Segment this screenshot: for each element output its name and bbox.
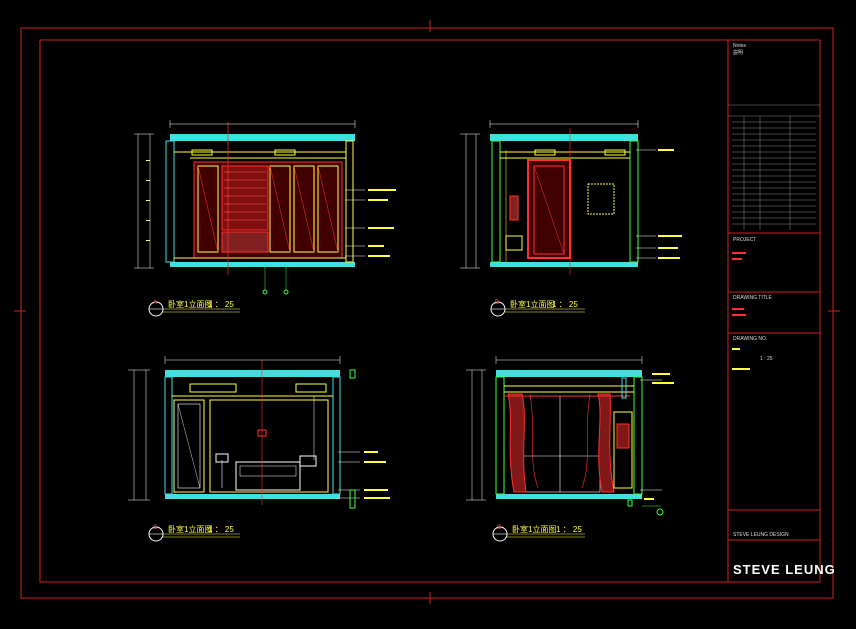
notes-heading: Notes [733, 43, 747, 49]
outer-frame [20, 27, 834, 599]
scale-label: 1 : 25 [760, 356, 773, 362]
view-b-letter: B [495, 300, 500, 306]
inner-frame [39, 39, 821, 583]
notes-cn: 説明 [733, 50, 744, 56]
view-d-scale: 1 ： 25 [556, 525, 582, 534]
view-b-title: 卧室1立面图 [510, 300, 555, 309]
elevation-b [460, 120, 682, 317]
view-c-scale: 1 ： 25 [208, 525, 234, 534]
elevation-d [466, 356, 674, 542]
view-c-title: 卧室1立面图 [168, 525, 213, 534]
view-b-scale: 1 ： 25 [552, 300, 578, 309]
drawing-number-label: DRAWING NO. [733, 336, 768, 342]
view-c-letter: C [153, 525, 158, 531]
footer-label: STEVE LEUNG DESIGN [733, 532, 789, 538]
project-label: PROJECT [733, 237, 757, 243]
view-a-scale: 1 ： 25 [208, 300, 234, 309]
corner-ticks [14, 20, 840, 604]
brand-logo-text: STEVE LEUNG [733, 562, 836, 577]
elevation-a [134, 120, 396, 317]
elevation-c [128, 356, 390, 542]
view-d-title: 卧室1立面图 [512, 525, 557, 534]
title-block [727, 40, 820, 582]
view-a-letter: A [153, 300, 158, 306]
view-a-title: 卧室1立面图 [168, 300, 213, 309]
view-d-letter: D [497, 525, 502, 531]
drawing-title-label: DRAWING TITLE [733, 295, 772, 301]
